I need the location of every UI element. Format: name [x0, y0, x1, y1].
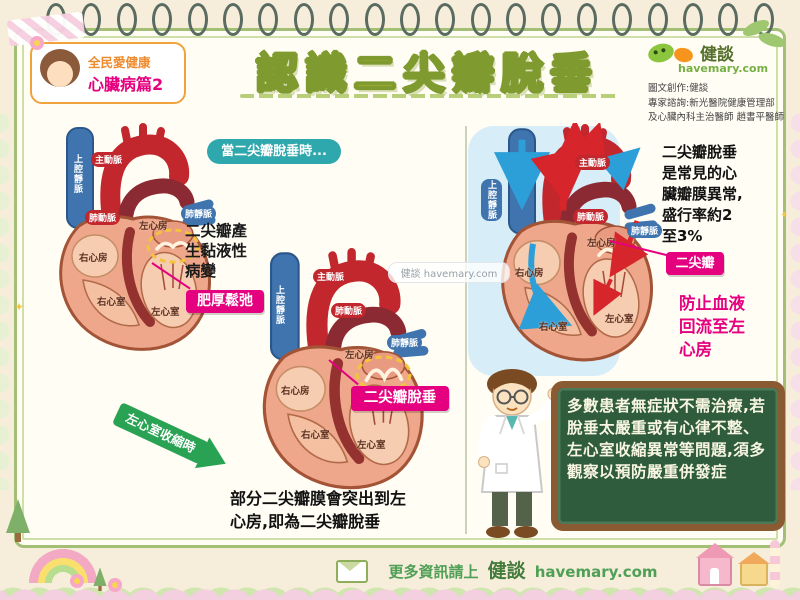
intro-text: 二尖瓣脫垂是常見的心臟瓣膜異常,盛行率約2至3%	[662, 143, 743, 245]
heart-diagram-valve-lesion: 主動脈 上腔靜脈 肺動脈 肺靜脈 左心房 右心房 右心室 左心室	[33, 122, 233, 362]
house-icon	[696, 543, 734, 586]
label-pulmonary-vein: 肺靜脈	[387, 335, 423, 350]
label-right-ventricle: 右心室	[97, 297, 126, 308]
label-svc: 上腔靜脈	[481, 179, 502, 221]
label-right-ventricle: 右心室	[539, 322, 568, 333]
label-aorta: 主動脈	[91, 152, 127, 167]
label-right-atrium: 右心房	[515, 268, 544, 279]
series-badge: 全民愛健康 心臟病篇2	[30, 42, 186, 104]
label-right-atrium: 右心房	[281, 386, 310, 397]
brand-url: havemary.com	[678, 62, 769, 75]
label-right-ventricle: 右心室	[301, 430, 330, 441]
left-scallop-border	[0, 110, 12, 490]
house-icon	[738, 552, 770, 586]
right-scallop-border	[788, 110, 800, 490]
label-pulmonary-vein: 肺靜脈	[627, 223, 663, 238]
page-title: 認識二尖瓣脫垂	[255, 48, 599, 99]
footer-brand: 健談	[487, 560, 526, 582]
series-badge-text: 全民愛健康 心臟病篇2	[88, 52, 163, 95]
board-text: 多數患者無症狀不需治療,若脫垂太嚴重或有心律不整、左心室收縮異常等問題,須多觀察…	[567, 397, 766, 481]
credits: 圖文創作:健談 專家諮詢:新光醫院健康管理部 及心臟內科主治醫師 趙書平醫師	[648, 82, 798, 126]
title-underline	[240, 94, 620, 98]
label-svc: 上腔靜脈	[72, 154, 82, 194]
caption-text: 部分二尖瓣膜會突出到左心房,即為二尖瓣脫垂	[230, 489, 407, 532]
label-left-ventricle: 左心室	[605, 314, 634, 325]
bottom-scallop-border	[0, 576, 800, 600]
footer-url: havemary.com	[534, 563, 658, 581]
tree-icon	[6, 499, 30, 542]
credit-line: 圖文創作:健談	[648, 83, 709, 94]
annotation-myxomatous: 二尖瓣產生黏液性病變	[185, 222, 248, 281]
label-aorta: 主動脈	[575, 155, 611, 170]
label-left-atrium: 左心房	[587, 238, 616, 249]
series-name: 全民愛健康	[88, 54, 151, 70]
label-pulmonary-artery: 肺動脈	[331, 303, 367, 318]
label-left-atrium: 左心房	[139, 221, 168, 232]
logo-green-blob-icon	[646, 40, 676, 66]
heart-illustration	[262, 248, 429, 490]
star-icon: ✦	[780, 210, 789, 221]
label-aorta: 主動脈	[313, 269, 349, 284]
watermark: 健談 havemary.com	[388, 262, 510, 283]
flower-icon	[30, 36, 44, 50]
heart-illustration	[494, 123, 658, 362]
flower-icon	[108, 578, 122, 592]
highlight-thickening: 肥厚鬆弛	[186, 290, 264, 313]
heart-diagram-blood-flow: 上腔靜脈 主動脈 肺動脈 肺靜脈 左心房 右心房 右心室 左心室	[475, 123, 675, 373]
section-header: 當二尖瓣脫垂時...	[207, 139, 341, 164]
footer-prefix: 更多資訊請上	[388, 563, 479, 581]
valve-highlight-circle	[146, 228, 200, 264]
doctor-illustration	[466, 364, 561, 546]
mascot-avatar	[38, 47, 82, 99]
label-pulmonary-artery: 肺動脈	[573, 209, 609, 224]
chalkboard: 多數患者無症狀不需治療,若脫垂太嚴重或有心律不整、左心室收縮異常等問題,須多觀察…	[551, 381, 785, 531]
rainbow-icon	[26, 546, 100, 583]
flower-icon	[70, 574, 84, 588]
heart-diagram-prolapse: 主動脈 上腔靜脈 肺動脈 肺靜脈 左心房 右心房 右心室 左心室	[235, 247, 447, 501]
envelope-icon	[336, 560, 368, 583]
tree-icon	[93, 567, 107, 591]
brand-logo: 健談 havemary.com	[646, 40, 794, 80]
label-svc: 上腔靜脈	[274, 285, 284, 325]
label-left-ventricle: 左心室	[151, 307, 180, 318]
label-left-atrium: 左心房	[345, 350, 374, 361]
star-icon: ✦	[14, 300, 25, 314]
panel-divider	[465, 126, 467, 534]
spiral-binding	[46, 3, 774, 36]
credit-line: 及心臟內科主治醫師 趙書平醫師	[648, 112, 785, 124]
highlight-prolapse: 二尖瓣脫垂	[351, 386, 449, 411]
credit-line: 專家諮詢:新光醫院健康管理部	[648, 97, 775, 109]
note-text: 防止血液回流至左心房	[679, 294, 745, 360]
striped-pole-icon	[770, 540, 780, 588]
heart-illustration	[59, 123, 216, 351]
valve-label: 二尖瓣	[666, 252, 724, 275]
brand-name: 健談	[700, 45, 734, 65]
label-pulmonary-vein: 肺靜脈	[181, 206, 217, 221]
label-left-ventricle: 左心室	[357, 440, 386, 451]
label-pulmonary-artery: 肺動脈	[85, 210, 121, 225]
footer-text: 更多資訊請上 健談 havemary.com	[368, 556, 678, 583]
label-right-atrium: 右心房	[79, 253, 108, 264]
series-episode: 心臟病篇2	[88, 74, 164, 94]
